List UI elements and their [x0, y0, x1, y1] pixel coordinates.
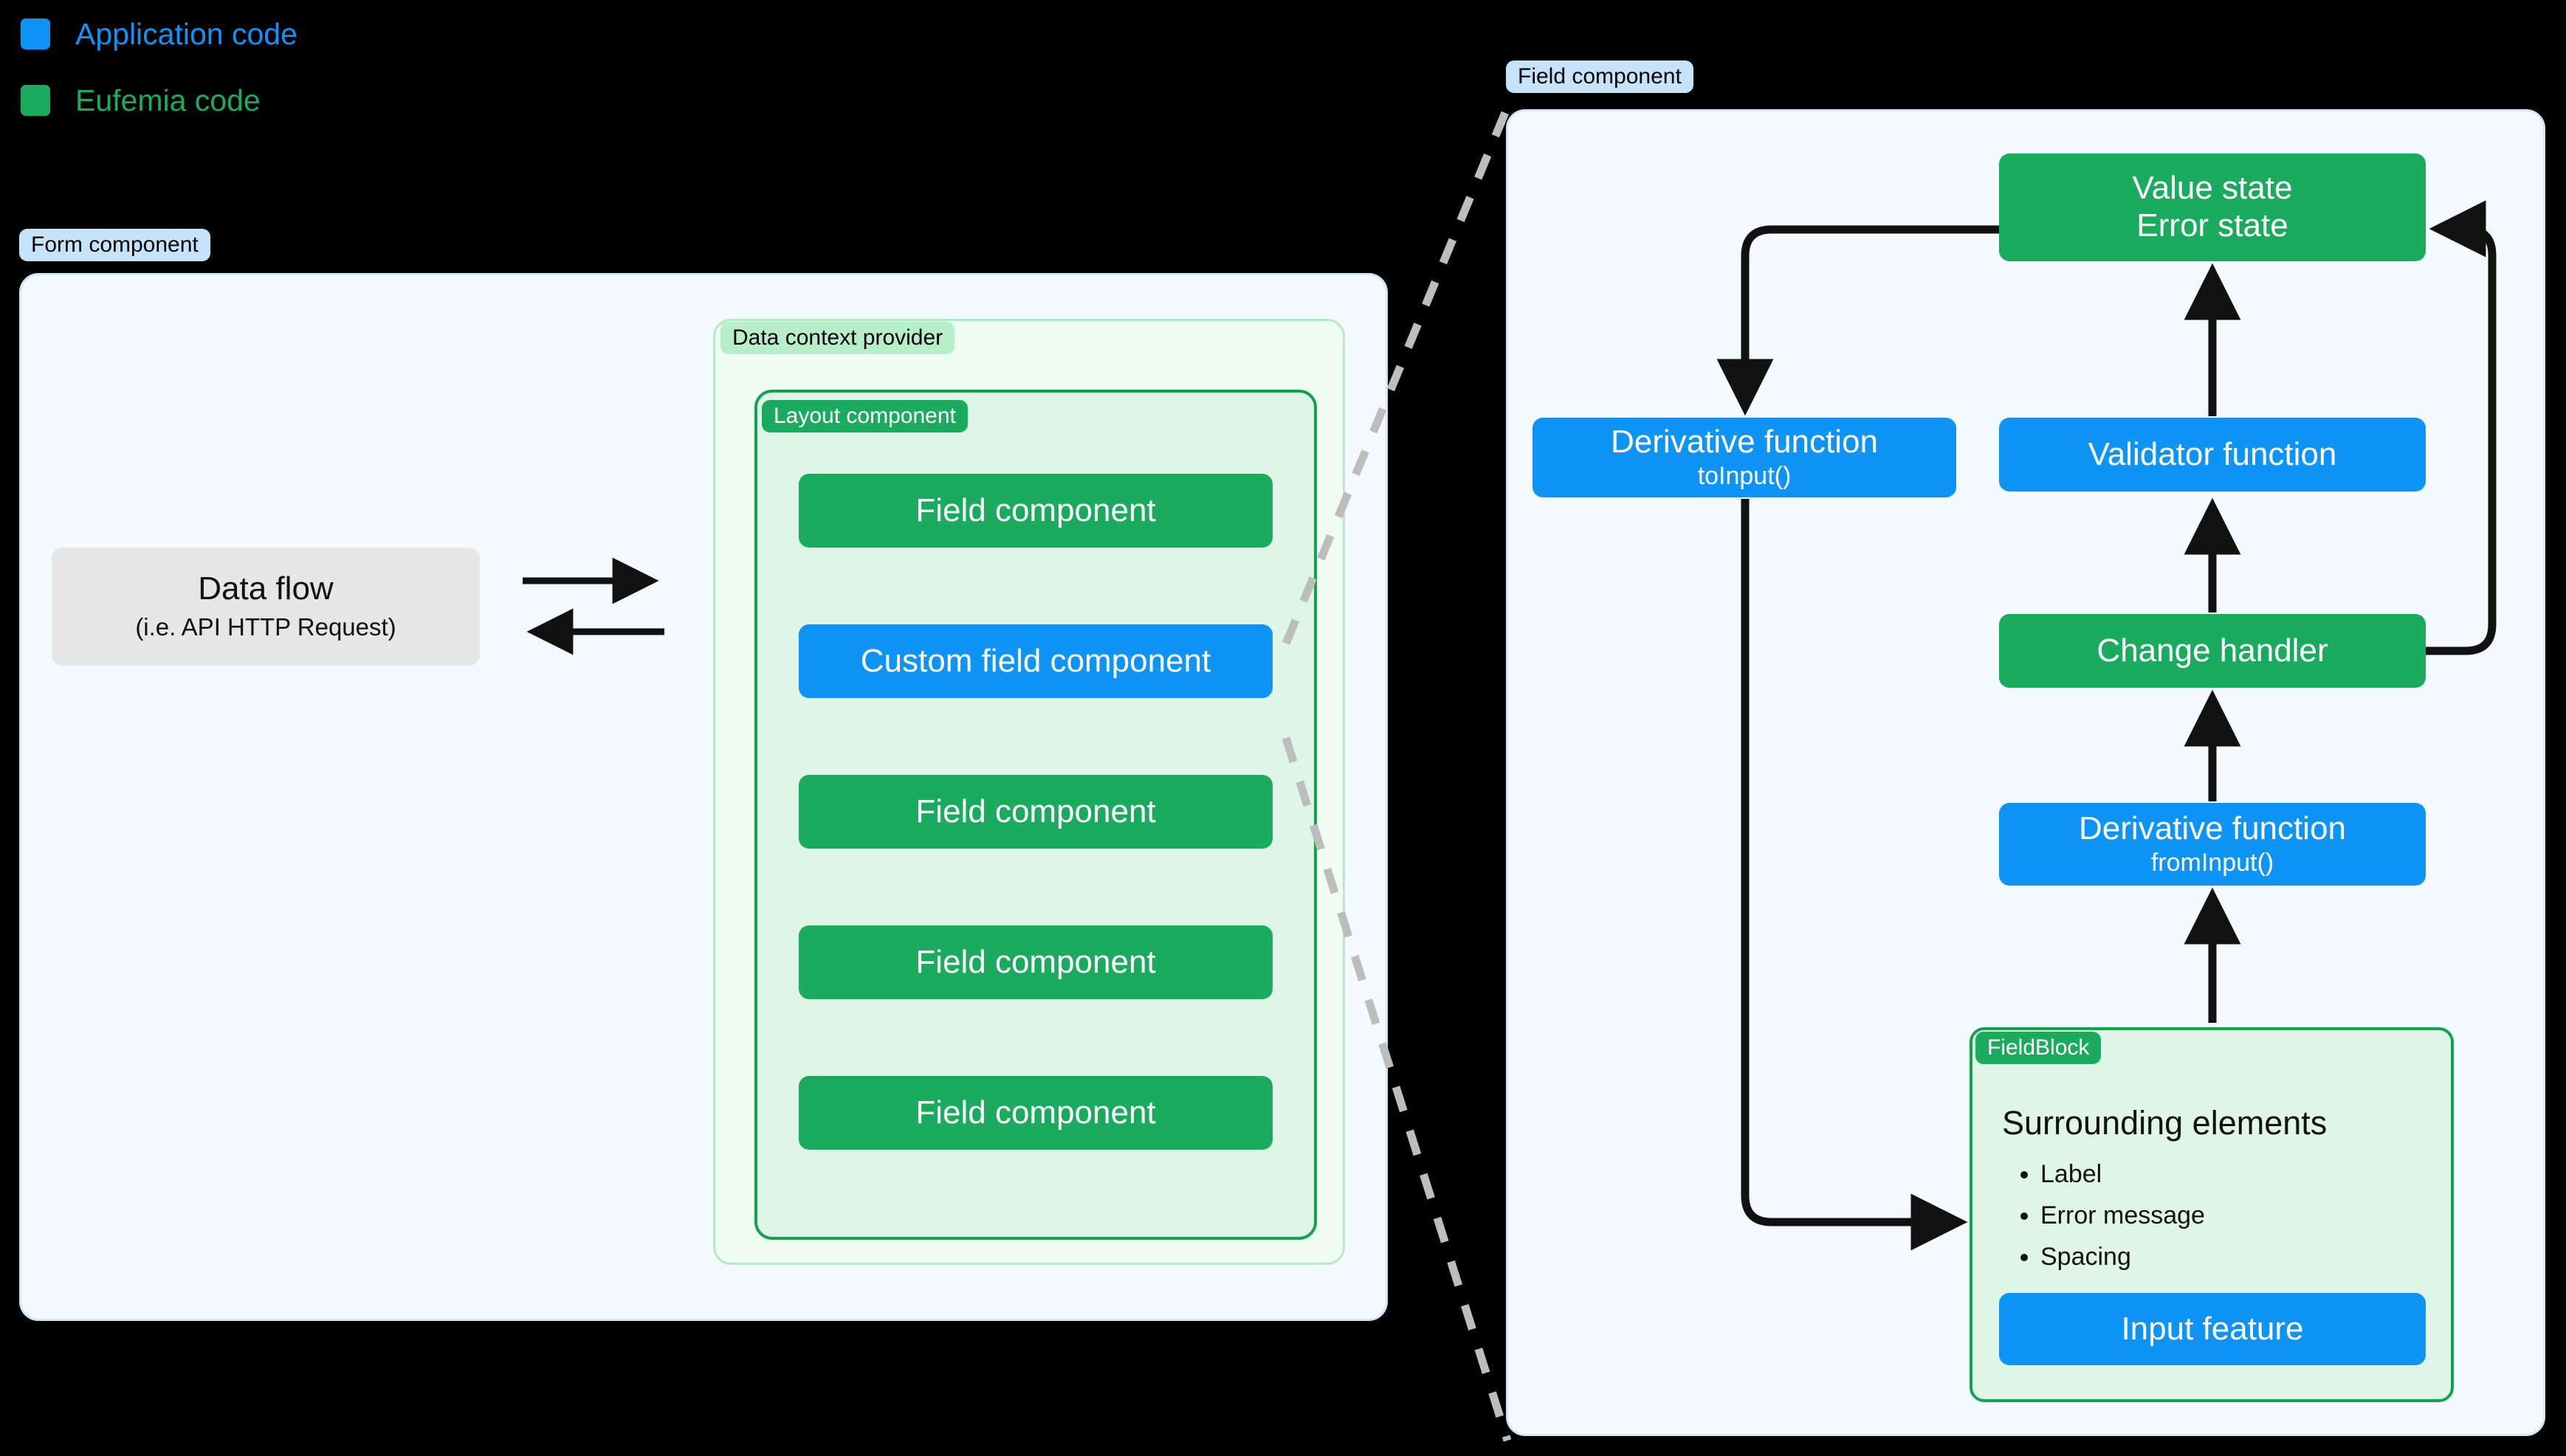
- to-input-title: Derivative function: [1611, 424, 1878, 460]
- from-input-signature: fromInput(): [2150, 848, 2274, 877]
- field-component-label-4: Field component: [915, 1094, 1156, 1131]
- derivative-function-from-input-box: Derivative function fromInput(): [1999, 803, 2426, 886]
- input-feature-label: Input feature: [2121, 1310, 2304, 1347]
- field-component-box-2: Field component: [799, 775, 1273, 849]
- green-swatch: [21, 85, 50, 116]
- blue-swatch: [21, 18, 50, 49]
- data-flow-subtitle: (i.e. API HTTP Request): [135, 613, 396, 641]
- validator-function-label: Validator function: [2088, 435, 2337, 472]
- field-component-box-4: Field component: [799, 1076, 1273, 1150]
- list-item: Spacing: [2040, 1237, 2205, 1278]
- data-flow-box: Data flow (i.e. API HTTP Request): [52, 548, 480, 666]
- list-item: Error message: [2040, 1195, 2205, 1237]
- field-component-box-3: Field component: [799, 925, 1273, 999]
- layout-component-badge: Layout component: [762, 400, 968, 432]
- form-component-badge: Form component: [19, 229, 210, 261]
- field-component-box-1: Field component: [799, 474, 1273, 548]
- data-context-provider-badge: Data context provider: [720, 322, 955, 354]
- surrounding-elements-title: Surrounding elements: [2002, 1104, 2328, 1142]
- legend-item-application: Application code: [21, 13, 297, 55]
- change-handler-box: Change handler: [1999, 614, 2426, 688]
- field-component-label-3: Field component: [915, 943, 1156, 980]
- from-input-title: Derivative function: [2079, 810, 2346, 847]
- change-handler-label: Change handler: [2097, 632, 2328, 669]
- value-state-label: Value state: [2132, 170, 2293, 207]
- legend: Application code Eufemia code: [21, 13, 297, 146]
- legend-label-eufemia: Eufemia code: [75, 83, 261, 117]
- input-feature-box: Input feature: [1999, 1293, 2426, 1365]
- field-block-badge: FieldBlock: [1975, 1032, 2102, 1064]
- legend-item-eufemia: Eufemia code: [21, 80, 297, 121]
- to-input-signature: toInput(): [1697, 461, 1792, 490]
- list-item: Label: [2040, 1154, 2205, 1195]
- validator-function-box: Validator function: [1999, 418, 2426, 491]
- field-component-label-1: Field component: [915, 491, 1156, 528]
- custom-field-component-box: Custom field component: [799, 624, 1273, 698]
- field-component-label-2: Field component: [915, 793, 1156, 829]
- field-component-panel-badge: Field component: [1506, 61, 1693, 93]
- data-flow-title: Data flow: [198, 570, 334, 607]
- legend-label-application: Application code: [75, 16, 297, 51]
- error-state-label: Error state: [2136, 207, 2288, 244]
- custom-field-component-label: Custom field component: [860, 642, 1211, 679]
- derivative-function-to-input-box: Derivative function toInput(): [1533, 418, 1956, 497]
- value-error-state-box: Value state Error state: [1999, 153, 2426, 261]
- surrounding-elements-list: Label Error message Spacing: [2040, 1154, 2205, 1277]
